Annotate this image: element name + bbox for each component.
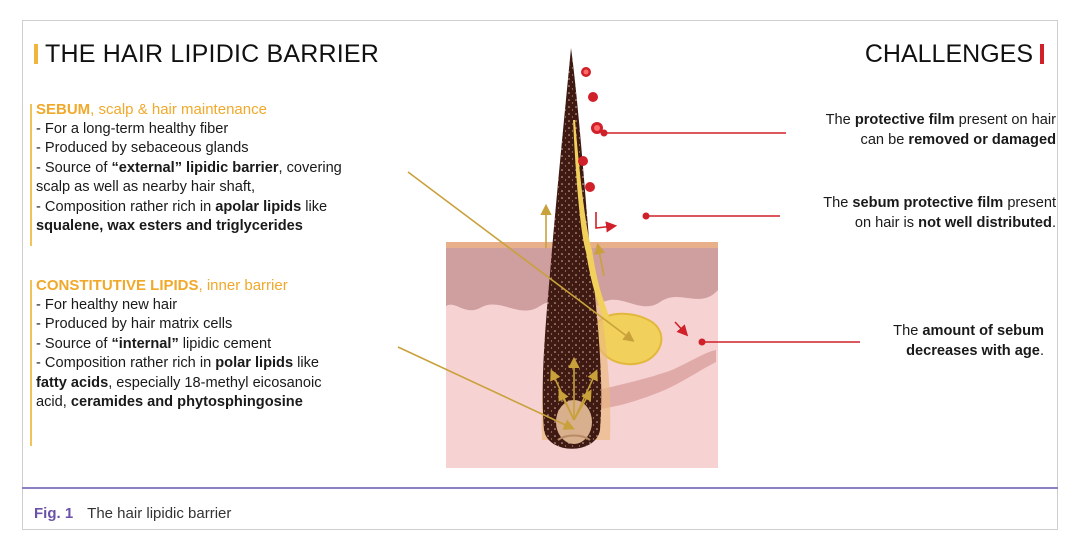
figure-caption: Fig. 1 The hair lipidic barrier [34, 505, 231, 522]
figure-caption-text: The hair lipidic barrier [87, 505, 231, 522]
figure-number: Fig. 1 [34, 505, 73, 522]
caption-divider [22, 487, 1058, 489]
